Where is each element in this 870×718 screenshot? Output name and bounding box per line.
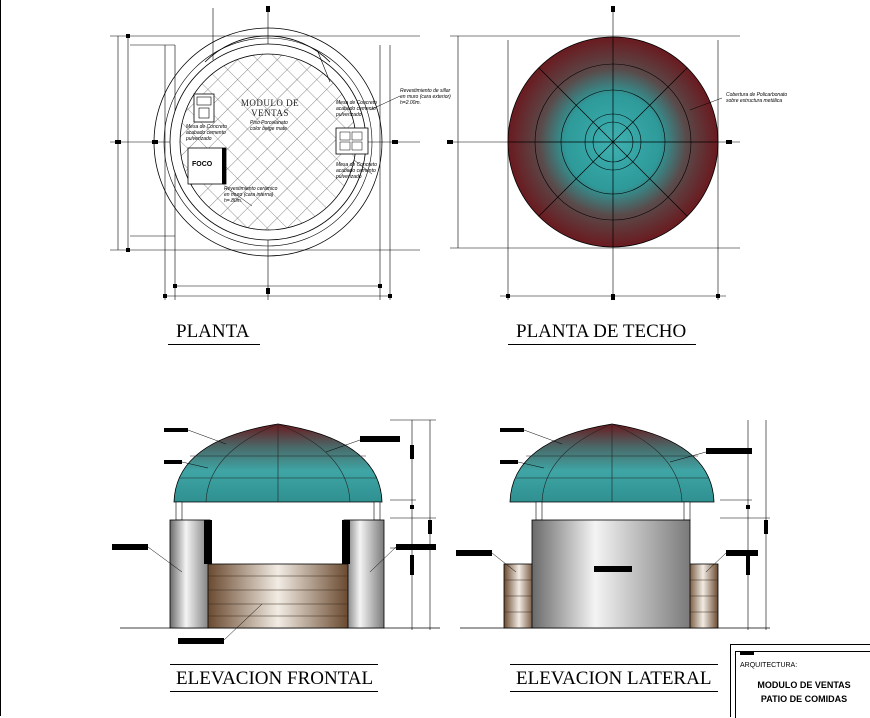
interior-wall-note-line3: h=.80m. bbox=[224, 198, 243, 204]
front-elevation-title: ELEVACION FRONTAL bbox=[176, 668, 374, 689]
interior-wall-note-line2: en muro (cara interna) bbox=[224, 192, 274, 198]
front-elevation-view bbox=[112, 419, 440, 644]
side-elevation-title: ELEVACION LATERAL bbox=[516, 668, 712, 689]
floor-note-line2: color beige mate bbox=[250, 126, 287, 132]
floor-note-line1: Piso Porcelanato bbox=[250, 120, 288, 126]
floor-note: Piso Porcelanato color beige mate bbox=[250, 120, 288, 132]
title-block-label: ARQUITECTURA: bbox=[740, 662, 798, 669]
roof-cover-note-line1: Cobertura de Policarbonato bbox=[726, 92, 788, 98]
counter-note-right-line3: pulverizado bbox=[336, 112, 362, 118]
front-elevation-title-underline bbox=[170, 691, 378, 692]
plan-title: PLANTA bbox=[176, 321, 250, 342]
counter-note-left-line3: pulverizado bbox=[186, 136, 212, 142]
module-label-line1: MODULO DE bbox=[240, 98, 300, 108]
counter-note-right-line2: acabado cemento bbox=[336, 106, 376, 112]
counter-note-right: Mesa de Concreto acabado cemento pulveri… bbox=[336, 100, 377, 118]
wall-note: Revestimiento de sillar en muro (cara ex… bbox=[400, 88, 451, 106]
plan-view bbox=[110, 6, 420, 300]
plan-title-underline bbox=[168, 344, 260, 345]
roof-plan-title-underline bbox=[508, 344, 696, 345]
counter-note-right-2: Mesa de Concreto acabado cemento pulveri… bbox=[336, 162, 377, 180]
roof-cover-note: Cobertura de Policarbonato sobre estruct… bbox=[726, 92, 787, 104]
counter-note-right2-line2: acabado cemento bbox=[336, 168, 376, 174]
fridge-label: FOCO bbox=[192, 161, 213, 168]
side-elevation-view bbox=[456, 420, 770, 630]
roof-cover-note-line2: sobre estructura metálica bbox=[726, 98, 783, 104]
interior-wall-note: Revestimiento cerámico en muro (cara int… bbox=[224, 186, 277, 204]
module-label: MODULO DE VENTAS bbox=[240, 98, 300, 118]
side-elevation-title-overline bbox=[510, 664, 718, 665]
roof-plan-title: PLANTA DE TECHO bbox=[516, 321, 687, 342]
front-elevation-title-overline bbox=[170, 664, 378, 665]
sheet-border bbox=[0, 0, 1, 716]
module-label-line2: VENTAS bbox=[251, 108, 289, 118]
wall-note-line2: en muro (cara exterior) bbox=[400, 94, 451, 100]
interior-wall-note-line1: Revestimiento cerámico bbox=[224, 186, 278, 192]
title-block-mark bbox=[740, 651, 754, 655]
wall-note-line3: h=2.00m. bbox=[400, 100, 421, 106]
side-elevation-title-underline bbox=[510, 691, 718, 692]
counter-note-right-line1: Mesa de Concreto bbox=[336, 100, 377, 106]
counter-note-left-line1: Mesa de Concreto bbox=[186, 124, 227, 130]
counter-note-left: Mesa de Concreto acabado cemento pulveri… bbox=[186, 124, 227, 142]
title-block: ARQUITECTURA: MODULO DE VENTAS PATIO DE … bbox=[730, 644, 870, 718]
counter-note-right2-line1: Mesa de Concreto bbox=[336, 162, 377, 168]
title-block-project-line2: PATIO DE COMIDAS bbox=[760, 694, 848, 704]
title-block-inner: ARQUITECTURA: MODULO DE VENTAS PATIO DE … bbox=[735, 651, 870, 718]
roof-plan-view bbox=[447, 6, 740, 300]
counter-note-right2-line3: pulverizado bbox=[336, 174, 362, 180]
counter-note-left-line2: acabado cemento bbox=[186, 130, 226, 136]
title-block-project-line1: MODULO DE VENTAS bbox=[757, 680, 851, 690]
wall-note-line1: Revestimiento de sillar bbox=[400, 88, 451, 94]
